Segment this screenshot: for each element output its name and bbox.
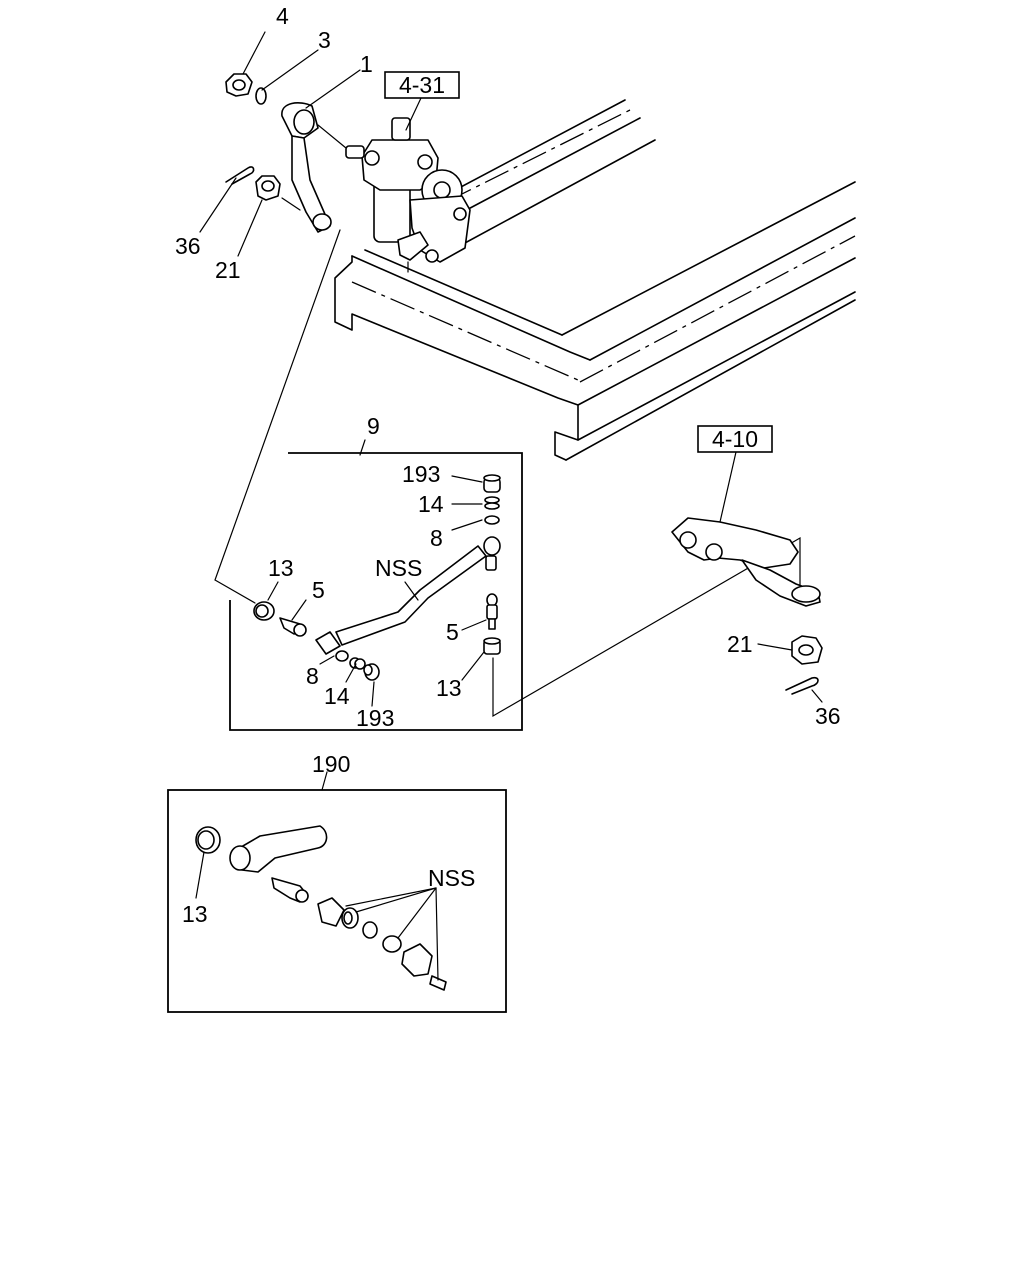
label-part-8-b: 8 <box>306 663 319 689</box>
dust-seal-part-13-left <box>253 601 275 621</box>
chassis-frame <box>334 99 856 461</box>
pitman-arm-hardware <box>225 73 301 211</box>
label-part-21-top: 21 <box>215 257 241 283</box>
label-part-14-b: 14 <box>324 683 350 709</box>
label-part-1: 1 <box>360 51 373 77</box>
label-nss-b: NSS <box>428 865 475 891</box>
part-labels: 4 3 1 36 21 9 193 14 8 NSS 13 5 5 8 14 1… <box>175 3 841 927</box>
label-part-13-c: 13 <box>182 901 208 927</box>
drag-link-rod <box>315 536 501 655</box>
o-ring-part-8-right <box>484 515 500 525</box>
drag-link-parts-right <box>483 474 501 655</box>
repair-kit-parts <box>195 825 447 991</box>
dust-seal-part-13-right <box>483 637 501 655</box>
label-part-36-top: 36 <box>175 233 201 259</box>
spring-part-14-right <box>484 496 500 510</box>
pitman-arm <box>281 102 347 233</box>
steering-gear-assembly <box>345 117 471 273</box>
label-part-13-a: 13 <box>268 555 294 581</box>
spring-part-14-left <box>349 657 366 670</box>
drag-link-parts-left <box>253 601 380 681</box>
front-axle-ref-label: 4-10 <box>712 426 758 452</box>
steering-gear-ref-label: 4-31 <box>399 72 445 98</box>
label-part-13-b: 13 <box>436 675 462 701</box>
repair-kit-box <box>167 789 507 1013</box>
ball-stud-part-5-left <box>279 617 307 637</box>
leader-lines <box>195 31 823 981</box>
label-part-4: 4 <box>276 3 289 29</box>
cotter-pin-part-36-right <box>785 676 819 695</box>
label-nss-a: NSS <box>375 555 422 581</box>
label-part-21-right: 21 <box>727 631 753 657</box>
washer-part-3 <box>255 87 267 105</box>
dust-seal-part-13-kit <box>195 826 221 854</box>
label-part-3: 3 <box>318 27 331 53</box>
nut-part-4 <box>225 73 253 97</box>
label-part-5-a: 5 <box>312 577 325 603</box>
label-part-5-b: 5 <box>446 619 459 645</box>
label-part-193-b: 193 <box>356 705 394 731</box>
label-part-193-a: 193 <box>402 461 440 487</box>
o-ring-part-8-left <box>335 650 349 662</box>
ball-stud-part-5-right <box>486 593 498 630</box>
nut-part-21-top <box>255 175 281 201</box>
assembly-lines <box>214 229 801 718</box>
knuckle-arm <box>671 517 821 607</box>
label-part-36-right: 36 <box>815 703 841 729</box>
cotter-pin-part-36-top <box>225 166 255 185</box>
steering-gear-reference[interactable]: 4-31 <box>384 71 460 99</box>
label-part-9: 9 <box>367 413 380 439</box>
nut-part-21-right <box>791 635 823 665</box>
label-part-8-a: 8 <box>430 525 443 551</box>
label-part-14-a: 14 <box>418 491 444 517</box>
front-axle-reference[interactable]: 4-10 <box>697 425 773 453</box>
plug-part-193-right <box>483 474 501 493</box>
label-part-190: 190 <box>312 751 350 777</box>
plug-part-193-left <box>363 663 380 681</box>
drag-link-group-box <box>229 452 523 731</box>
